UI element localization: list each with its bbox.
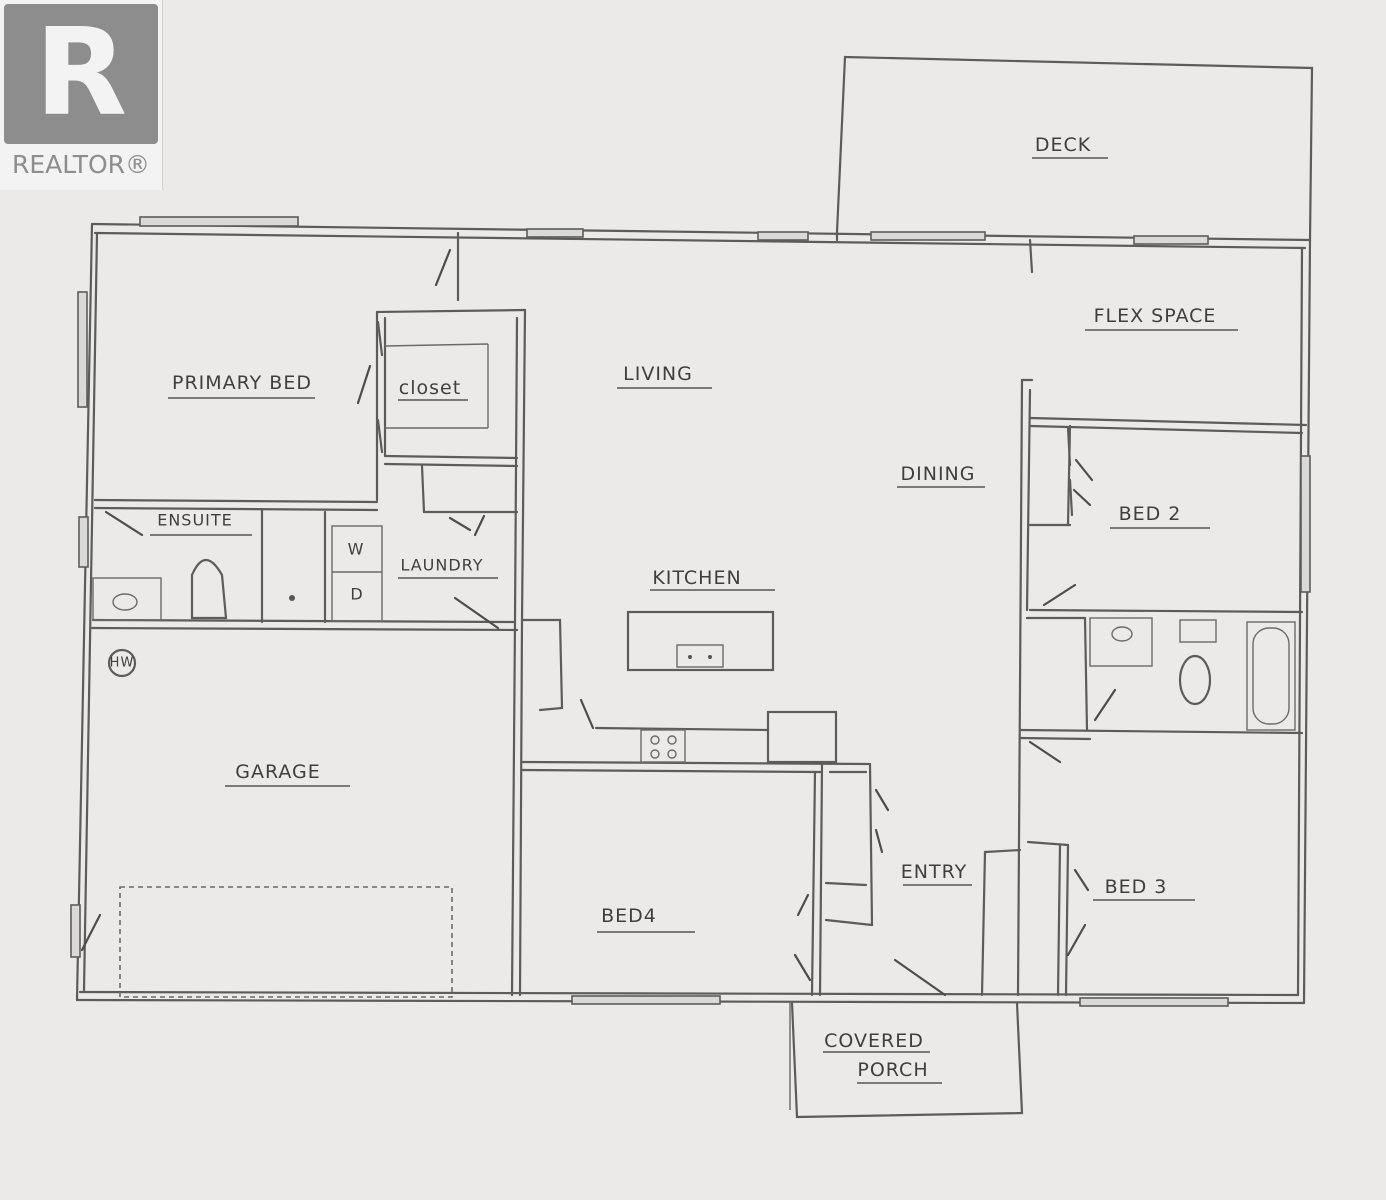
kitchen-fixtures: [520, 610, 838, 764]
bed-4-label: BED4: [601, 905, 657, 927]
deck-label: DECK: [1034, 134, 1092, 156]
windows: [70, 216, 1311, 1007]
garage-door: [119, 886, 453, 998]
garage-label: GARAGE: [235, 761, 321, 783]
bathroom-fixtures: [92, 525, 1296, 731]
interior-walls: [90, 230, 1308, 997]
deck-outline: [835, 55, 1314, 242]
label-underlines: [150, 157, 1238, 1084]
washer-label: W: [347, 539, 365, 559]
flex-space-label: FLEX SPACE: [1093, 305, 1217, 327]
realtor-logo-mark: R: [4, 4, 158, 144]
dryer-label: D: [350, 584, 364, 604]
door-swings: [80, 248, 1117, 997]
hot-water-tank-label: HW: [109, 655, 135, 671]
bed-2-label: BED 2: [1118, 503, 1182, 525]
realtor-r-icon: R: [34, 4, 128, 143]
ensuite-label: ENSUITE: [157, 510, 233, 530]
realtor-wordmark: REALTOR®: [11, 150, 151, 179]
covered-porch-outline: [789, 1001, 1024, 1119]
living-label: LIVING: [623, 363, 693, 385]
dining-label: DINING: [900, 463, 976, 485]
closet-label: closet: [398, 377, 462, 399]
bed-3-label: BED 3: [1104, 876, 1168, 898]
laundry-label: LAUNDRY: [400, 555, 484, 575]
primary-bed-label: PRIMARY BED: [172, 372, 312, 394]
kitchen-label: KITCHEN: [652, 567, 742, 589]
porch-label: PORCH: [857, 1059, 929, 1081]
entry-label: ENTRY: [900, 861, 968, 883]
covered-label: COVERED: [824, 1030, 924, 1052]
realtor-logo: R REALTOR®: [0, 0, 163, 190]
